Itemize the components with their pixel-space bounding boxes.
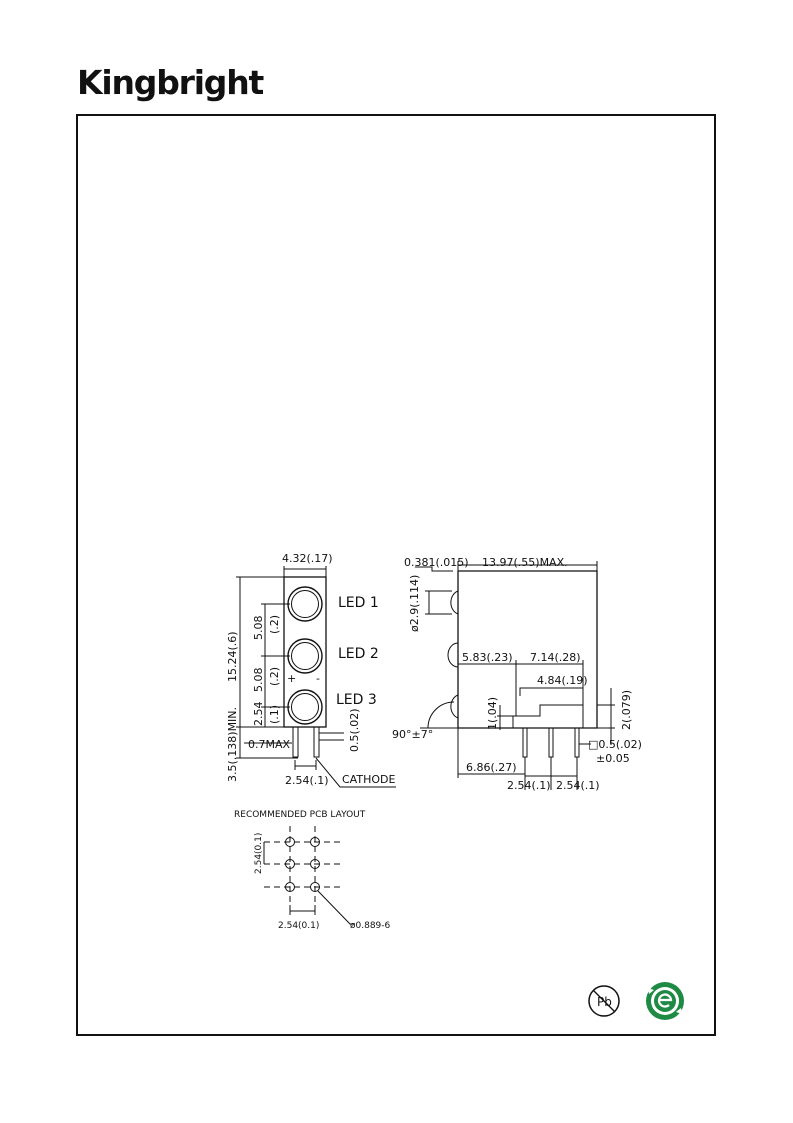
svg-text:(.2): (.2) (268, 615, 281, 634)
svg-text:7.14(.28): 7.14(.28) (530, 651, 581, 664)
front-lead-cathode (313, 726, 320, 758)
svg-text:5.08: 5.08 (252, 668, 265, 693)
svg-text:5.83(.23): 5.83(.23) (462, 651, 513, 664)
svg-text:4.84(.19): 4.84(.19) (537, 674, 588, 687)
pb-free-icon (588, 985, 620, 1017)
svg-text:(.1): (.1) (268, 705, 281, 724)
svg-text:6.86(.27): 6.86(.27) (466, 761, 517, 774)
led-2-circle (287, 638, 323, 674)
side-view (415, 561, 615, 790)
svg-text:2.54(.1): 2.54(.1) (507, 779, 551, 792)
svg-text:1(.04): 1(.04) (486, 697, 499, 730)
svg-text:2.54: 2.54 (252, 702, 265, 727)
led-3-label: LED 3 (336, 692, 377, 708)
front-body (283, 576, 327, 728)
dim-body-length: 13.97(.55)MAX. (482, 556, 568, 569)
front-view (236, 566, 396, 788)
rohs-eco-icon (646, 982, 684, 1020)
front-lead-anode (292, 726, 299, 758)
svg-text:2.54(0.1): 2.54(0.1) (254, 833, 264, 874)
dim-angle: 90°±7° (392, 728, 433, 741)
led-1-label: LED 1 (338, 595, 379, 611)
pcb-hole (285, 882, 295, 892)
pcb-hole (285, 859, 295, 869)
pcb-hole (310, 882, 320, 892)
dim-lens-dia: ø2.9(.114) (408, 575, 421, 632)
dim-front-height: 15.24(.6) (226, 631, 239, 682)
pcb-title: RECOMMENDED PCB LAYOUT (234, 810, 366, 820)
led-1-circle (287, 586, 323, 622)
side-body (457, 570, 598, 729)
pb-label: Pb (597, 995, 612, 1009)
dim-lead-thick: 0.5(.02) (348, 708, 361, 752)
svg-text:2.54(.1): 2.54(.1) (556, 779, 600, 792)
kingbright-logo: Kingbright (77, 63, 264, 102)
svg-text:5.08: 5.08 (252, 616, 265, 641)
svg-text:□0.5(.02): □0.5(.02) (588, 738, 642, 751)
dim-lead-length: 3.5(.138)MIN. (226, 707, 239, 782)
led-3-circle (287, 689, 323, 725)
dim-lead-width: 0.7MAX (248, 738, 291, 751)
svg-text:2(.079): 2(.079) (620, 690, 633, 730)
cathode-label: CATHODE (342, 773, 395, 786)
led-2-label: LED 2 (338, 646, 379, 662)
minus-sign: - (316, 672, 320, 685)
svg-text:±0.05: ±0.05 (596, 752, 630, 765)
dim-lead-pitch: 2.54(.1) (285, 774, 329, 787)
side-lens-2 (447, 642, 459, 668)
drawing-frame (76, 114, 716, 1036)
pcb-hole (310, 837, 320, 847)
svg-text:2.54(0.1): 2.54(0.1) (278, 921, 319, 931)
side-lens-3 (450, 694, 459, 719)
pcb-layout (263, 826, 354, 925)
svg-text:(.2): (.2) (268, 667, 281, 686)
pcb-hole (285, 837, 295, 847)
pcb-hole (310, 859, 320, 869)
dim-front-width: 4.32(.17) (282, 552, 333, 565)
pcb-hole-label: ø0.889-6 (350, 921, 391, 931)
side-lens-1 (450, 590, 459, 615)
plus-sign: + (287, 672, 296, 685)
dim-top-offset: 0.381(.015) (404, 556, 469, 569)
